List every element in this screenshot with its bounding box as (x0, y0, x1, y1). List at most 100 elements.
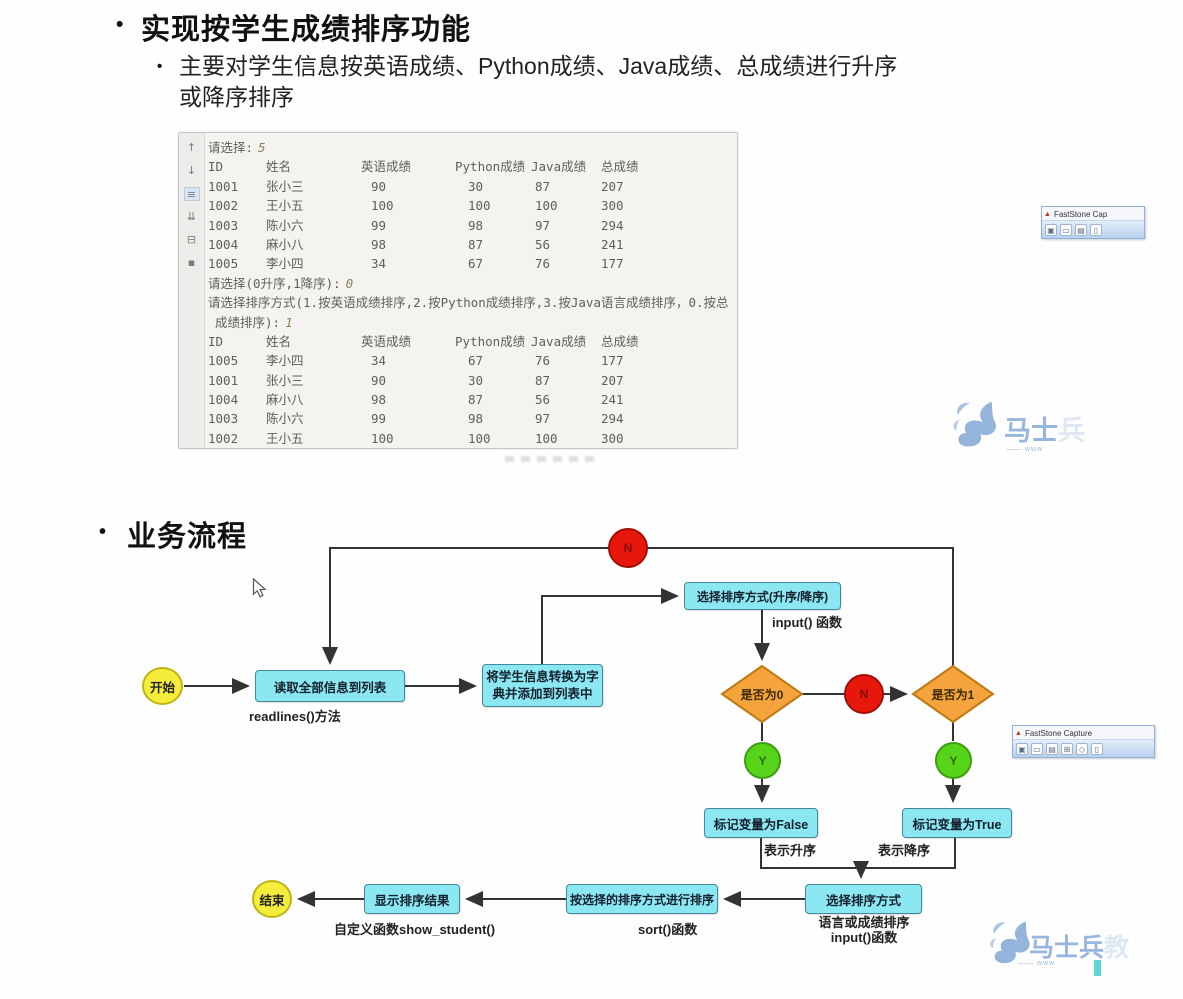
brand-watermark-bottom: 马士兵教 —— www (985, 918, 1160, 982)
ascending-label: 表示升序 (764, 843, 817, 858)
cell: 1003 (208, 411, 239, 427)
fullscreen-capture-icon[interactable]: ⊞ (1061, 742, 1073, 755)
subtitle-line-1: 主要对学生信息按英语成绩、Python成绩、Java成绩、总成绩进行升序 (179, 53, 898, 79)
cell: 30 (468, 178, 484, 194)
cell: 207 (601, 178, 624, 194)
faststone-window-top: ▲ FastStone Cap ▣▭▤▯ (1041, 206, 1145, 239)
prompt-text: 请选择(0升序,1降序): (208, 275, 341, 291)
cell: 1005 (208, 256, 239, 272)
cell: 98 (371, 392, 387, 408)
cell: 1002 (208, 430, 239, 446)
window-capture-icon[interactable]: ▤ (1046, 742, 1058, 755)
yes-left-node: Y (744, 742, 781, 779)
cell: 90 (371, 178, 387, 194)
choose-order-node: 选择排序方式(升序/降序) (684, 582, 841, 610)
readlines-label: readlines()方法 (249, 709, 341, 724)
show-student-label: 自定义函数show_student() (334, 922, 496, 937)
faststone-titlebar[interactable]: ▲ FastStone Cap (1042, 207, 1144, 220)
method-label-line-2: input()函数 (830, 929, 898, 945)
rect-capture-icon[interactable]: ▭ (1060, 223, 1072, 236)
scroll-up-icon: ↑ (186, 141, 197, 154)
column-header: Python成绩 (455, 333, 526, 349)
mashibing-logo-icon (990, 921, 1030, 964)
column-header: ID (208, 333, 224, 349)
faststone-titlebar[interactable]: ▲ FastStone Capture (1013, 726, 1154, 739)
blur-artifact (505, 456, 600, 462)
faststone-toolbar: ▣▭▤⊞◇▯ (1013, 739, 1154, 757)
cell: 67 (468, 256, 484, 272)
open-icon[interactable]: ▣ (1045, 223, 1057, 236)
user-input-echo: 5 (258, 140, 266, 155)
prompt-text: 请选择: (208, 140, 254, 155)
column-header: 英语成绩 (361, 333, 412, 349)
cell: 87 (468, 236, 484, 252)
brand-watermark-top: 马士兵 —— www (948, 398, 1118, 462)
loop-no-node: N (608, 528, 648, 568)
cell: 1002 (208, 198, 239, 214)
column-header: 总成绩 (601, 159, 639, 175)
cell: 177 (601, 256, 624, 272)
cell: 100 (468, 198, 491, 214)
mashibing-logo-icon (953, 401, 996, 447)
cell: 56 (535, 236, 551, 252)
freehand-capture-icon[interactable]: ◇ (1076, 742, 1088, 755)
cell: 294 (601, 217, 624, 233)
cell: 李小四 (266, 353, 304, 369)
yes-right-node: Y (935, 742, 972, 779)
convert-dict-node: 将学生信息转换为字 典并添加到列表中 (482, 664, 603, 707)
console-line: 成绩排序):1 (208, 313, 737, 332)
cell: 294 (601, 411, 624, 427)
cell: 34 (371, 353, 387, 369)
do-sort-node: 按选择的排序方式进行排序 (566, 884, 718, 914)
set-true-node: 标记变量为True (902, 808, 1012, 838)
faststone-toolbar: ▣▭▤▯ (1042, 220, 1144, 238)
window-capture-icon[interactable]: ▤ (1075, 223, 1087, 236)
rect-capture-icon[interactable]: ▭ (1031, 742, 1043, 755)
faststone-title: FastStone Cap (1053, 209, 1108, 219)
cell: 241 (601, 236, 624, 252)
user-input-echo: 0 (345, 275, 354, 291)
show-result-node: 显示排序结果 (364, 884, 460, 914)
cell: 100 (371, 198, 394, 214)
cell: 97 (535, 411, 551, 427)
cell: 王小五 (266, 430, 304, 446)
column-header: 姓名 (266, 159, 292, 175)
connector-loop-back (322, 547, 954, 666)
set-false-node: 标记变量为False (704, 808, 818, 838)
brand-name: 马士兵教 (1029, 928, 1129, 964)
cell: 177 (601, 353, 624, 369)
mouse-cursor (252, 578, 267, 598)
cyan-cursor-artifact (1094, 960, 1101, 976)
descending-label: 表示降序 (878, 843, 931, 858)
cell: 90 (371, 372, 387, 388)
title-bullet: • (116, 13, 124, 36)
console-line: 请选择: 5 (208, 138, 737, 157)
cell: 98 (468, 411, 484, 427)
column-header: 姓名 (266, 333, 292, 349)
decision-is-one-label: 是否为1 (931, 688, 975, 702)
faststone-logo-icon: ▲ (1014, 729, 1023, 737)
method-label-line-1: 语言或成绩排序 (818, 915, 910, 930)
cell: 30 (468, 372, 484, 388)
cell: 1003 (208, 217, 239, 233)
scroll-capture-icon[interactable]: ▯ (1091, 742, 1103, 755)
scroll-capture-icon[interactable]: ▯ (1090, 223, 1102, 236)
read-info-node: 读取全部信息到列表 (255, 670, 405, 702)
cell: 1001 (208, 178, 239, 194)
cell: 麻小八 (266, 236, 304, 252)
open-icon[interactable]: ▣ (1016, 742, 1028, 755)
choose-method-node: 选择排序方式 (805, 884, 922, 914)
brand-text: 马士兵 (1029, 934, 1105, 962)
prompt-text: 成绩排序): (215, 314, 281, 330)
soft-wrap-icon: ≡ (183, 187, 200, 201)
cell: 张小三 (266, 178, 304, 194)
clear-icon: ▪ (187, 256, 196, 269)
cell: 207 (601, 372, 624, 388)
